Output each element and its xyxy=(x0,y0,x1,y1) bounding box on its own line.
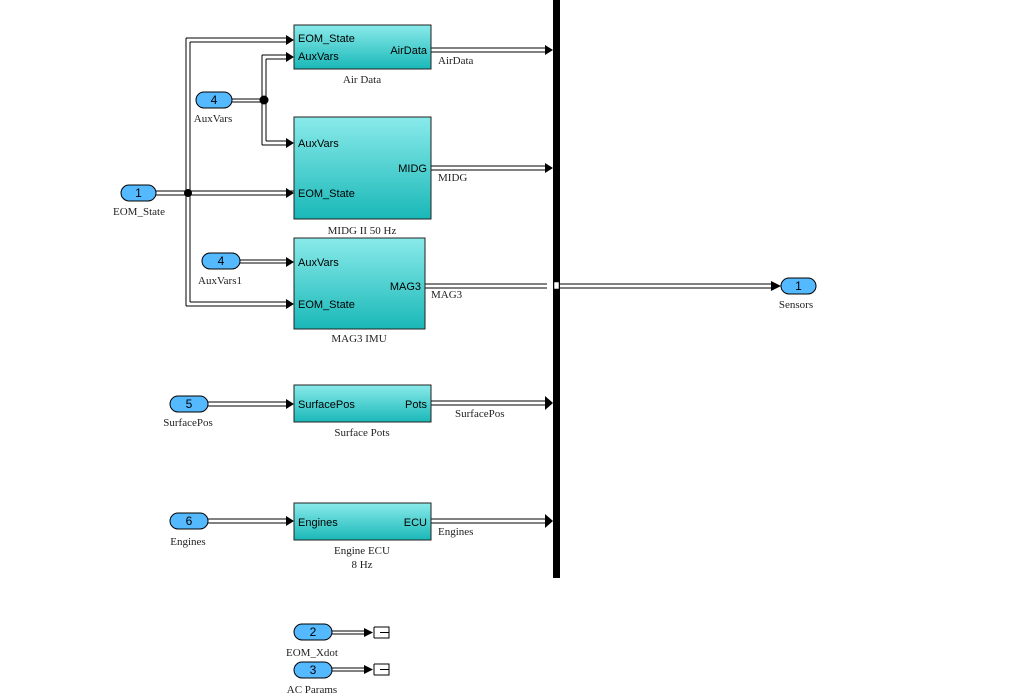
inport-engines-label: Engines xyxy=(170,536,205,548)
inport-number: 1 xyxy=(135,186,142,200)
outport-sensors-label: Sensors xyxy=(779,299,813,311)
outport-sensors[interactable]: 1 xyxy=(780,277,817,295)
mag3-block[interactable]: AuxVars EOM_State MAG3 xyxy=(293,237,426,330)
inport-number: 2 xyxy=(310,625,317,639)
inport-eom-state[interactable]: 1 xyxy=(120,184,157,202)
inport-surfacepos-label: SurfacePos xyxy=(163,417,213,429)
inport-engines[interactable]: 6 xyxy=(169,512,209,530)
inport-ac-params[interactable]: 3 xyxy=(293,661,333,679)
inport-number: 4 xyxy=(211,93,218,107)
mag3-input-eom-state: EOM_State xyxy=(298,299,355,311)
arrowheads xyxy=(286,35,781,674)
engine-ecu-subtitle: 8 Hz xyxy=(351,559,372,571)
air-data-output: AirData xyxy=(390,45,428,57)
bus-port-marker xyxy=(553,281,560,290)
inport-auxvars1[interactable]: 4 xyxy=(201,252,241,270)
surface-pots-output: Pots xyxy=(405,399,428,411)
inport-number: 5 xyxy=(186,397,193,411)
inport-surfacepos[interactable]: 5 xyxy=(169,395,209,413)
inport-eom-xdot[interactable]: 2 xyxy=(293,623,333,641)
junction-dot xyxy=(259,95,269,105)
engine-ecu-output: ECU xyxy=(404,517,427,529)
mag3-input-auxvars: AuxVars xyxy=(298,257,339,269)
signal-label-mag3: MAG3 xyxy=(431,289,463,301)
signal-label-midg: MIDG xyxy=(438,172,467,184)
mag3-output: MAG3 xyxy=(390,281,421,293)
air-data-input-auxvars: AuxVars xyxy=(298,51,339,63)
air-data-title: Air Data xyxy=(343,74,381,86)
air-data-block[interactable]: EOM_State AuxVars AirData xyxy=(293,24,432,70)
mag3-title: MAG3 IMU xyxy=(331,333,386,345)
air-data-input-eom-state: EOM_State xyxy=(298,33,355,45)
junction-dot xyxy=(184,189,192,197)
midg-input-eom-state: EOM_State xyxy=(298,188,355,200)
inport-auxvars1-label: AuxVars1 xyxy=(198,275,242,287)
inport-number: 6 xyxy=(186,514,193,528)
inport-number: 4 xyxy=(218,254,225,268)
inport-ac-params-label: AC Params xyxy=(287,684,337,694)
midg-output: MIDG xyxy=(398,163,427,175)
inport-auxvars-label: AuxVars xyxy=(194,113,233,125)
surface-pots-title: Surface Pots xyxy=(334,427,389,439)
terminator-icon[interactable] xyxy=(373,663,390,676)
inport-number: 3 xyxy=(310,663,317,677)
midg-block[interactable]: AuxVars EOM_State MIDG xyxy=(293,116,432,220)
inport-auxvars[interactable]: 4 xyxy=(195,91,233,109)
outport-number: 1 xyxy=(795,279,802,293)
signal-label-engines: Engines xyxy=(438,526,473,538)
midg-title: MIDG II 50 Hz xyxy=(328,225,397,237)
signal-label-airdata: AirData xyxy=(438,55,474,67)
midg-input-auxvars: AuxVars xyxy=(298,138,339,150)
surface-pots-block[interactable]: SurfacePos Pots xyxy=(293,384,432,423)
signal-label-surfacepos: SurfacePos xyxy=(455,408,505,420)
surface-pots-input: SurfacePos xyxy=(298,399,355,411)
engine-ecu-title: Engine ECU xyxy=(334,545,390,557)
terminator-icon[interactable] xyxy=(373,626,390,639)
inport-eom-xdot-label: EOM_Xdot xyxy=(286,647,338,659)
engine-ecu-block[interactable]: Engines ECU xyxy=(293,502,432,541)
inport-eom-state-label: EOM_State xyxy=(113,206,165,218)
engine-ecu-input: Engines xyxy=(298,517,338,529)
wires xyxy=(156,37,773,672)
